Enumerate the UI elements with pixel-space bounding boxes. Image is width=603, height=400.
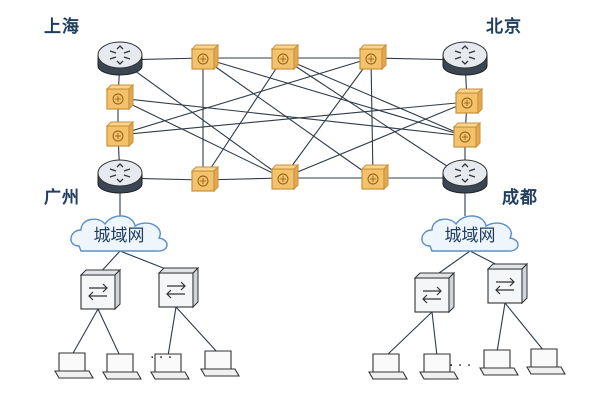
- core-router-icon: [97, 159, 143, 194]
- switch-icon: [157, 266, 200, 309]
- optical-transport-node-icon: [105, 120, 135, 148]
- core-router-icon: [442, 41, 488, 76]
- optical-transport-node-icon: [452, 121, 482, 149]
- core-router-icon: [442, 159, 488, 194]
- backbone-link: [117, 57, 372, 136]
- optical-transport-node-icon: [190, 165, 220, 193]
- laptop-icon: [368, 353, 408, 380]
- city-label-guangzhou: 广州: [44, 188, 80, 207]
- core-router-icon: [97, 41, 143, 76]
- laptop-icon: [54, 352, 94, 379]
- laptop-icon: [419, 353, 459, 380]
- optical-transport-node-icon: [105, 83, 135, 111]
- optical-transport-node-icon: [190, 43, 220, 71]
- laptops: [54, 348, 566, 380]
- city-label-chengdu: 成都: [502, 188, 538, 207]
- lan-link: [496, 302, 506, 353]
- backbone-link: [282, 57, 466, 137]
- access-switches: [79, 262, 529, 314]
- wan-cloud-label-left: 城域网: [94, 226, 145, 246]
- backbone-links: [117, 57, 468, 216]
- backbone-link: [117, 101, 468, 136]
- city-label-beijing: 北京: [486, 17, 522, 36]
- backbone-link: [117, 97, 466, 137]
- laptop-icon: [526, 348, 566, 375]
- backbone-link: [282, 57, 466, 179]
- ellipsis-left: · · ·: [150, 350, 172, 366]
- optical-transport-node-icon: [270, 43, 300, 71]
- lan-links: [71, 250, 545, 357]
- optical-transport-node-icon: [358, 43, 388, 71]
- metro-network-cloud-right: [421, 215, 519, 252]
- backbone-link: [202, 57, 374, 179]
- switch-icon: [486, 262, 529, 305]
- metro-network-cloud-left: [70, 215, 168, 252]
- backbone-link: [117, 97, 284, 179]
- laptop-icon: [479, 349, 519, 376]
- laptop-icon: [102, 353, 142, 380]
- city-label-shanghai: 上海: [44, 17, 80, 36]
- lan-link: [504, 302, 545, 352]
- core-routers: [97, 41, 488, 194]
- optical-nodes: [105, 43, 484, 193]
- backbone-link: [119, 59, 284, 179]
- backbone-link: [282, 57, 372, 179]
- laptop-icon: [200, 350, 240, 377]
- wan-clouds: [70, 215, 519, 252]
- lan-link: [71, 308, 99, 356]
- wan-cloud-label-right: 城域网: [445, 226, 496, 246]
- lan-link: [431, 311, 438, 357]
- optical-transport-node-icon: [270, 163, 300, 191]
- laptop-icon: [150, 353, 190, 380]
- ellipsis-right: · · ·: [449, 358, 471, 374]
- optical-transport-node-icon: [360, 163, 390, 191]
- lan-link: [175, 306, 219, 354]
- switch-icon: [413, 271, 456, 314]
- backbone-link: [202, 57, 466, 137]
- lan-link: [97, 308, 121, 357]
- switch-icon: [79, 268, 122, 311]
- lan-link: [385, 311, 433, 357]
- optical-transport-node-icon: [454, 87, 484, 115]
- lan-link: [167, 306, 177, 357]
- backbone-link: [202, 57, 284, 181]
- backbone-link: [282, 101, 468, 179]
- backbone-link: [370, 57, 374, 179]
